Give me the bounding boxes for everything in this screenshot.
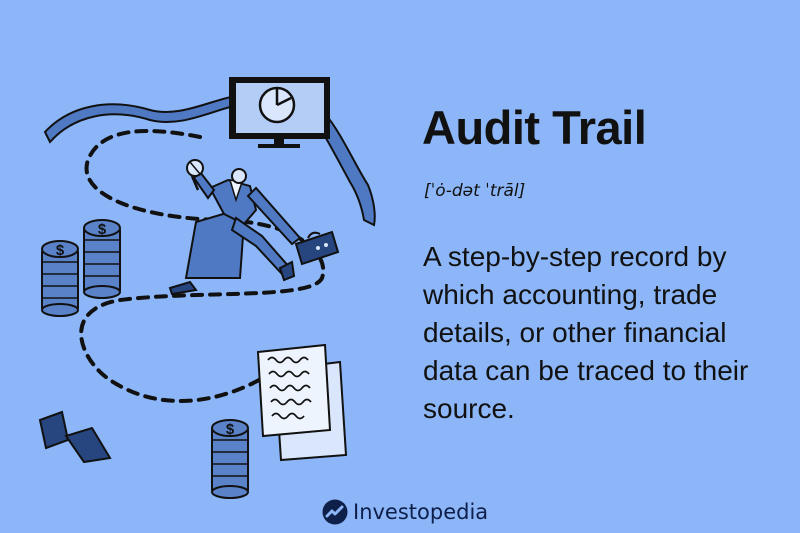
coin-dollar-symbol: $ [56, 242, 65, 259]
investopedia-logo-icon [322, 499, 348, 525]
pronunciation: [ˈȯ-dət ˈtrāl] [424, 181, 526, 201]
brand-name: Investopedia [353, 500, 489, 524]
auditor-figure [168, 159, 302, 296]
coin-stack-middle: $ [83, 219, 121, 299]
banknotes-icon [38, 410, 112, 464]
investopedia-logo: Investopedia [322, 499, 488, 525]
coin-dollar-symbol: $ [226, 421, 235, 438]
definition-text: A step-by-step record by which accountin… [423, 241, 749, 424]
ribbon [43, 93, 244, 144]
monitor-icon [229, 77, 330, 148]
term-title: Audit Trail [422, 101, 647, 154]
dashed-trail [79, 128, 326, 403]
coin-stack-left: $ [41, 240, 79, 317]
coin-dollar-symbol: $ [98, 221, 107, 238]
briefcase-icon [294, 230, 340, 266]
documents-icon [256, 343, 348, 462]
coin-stack-bottom: $ [211, 419, 249, 499]
